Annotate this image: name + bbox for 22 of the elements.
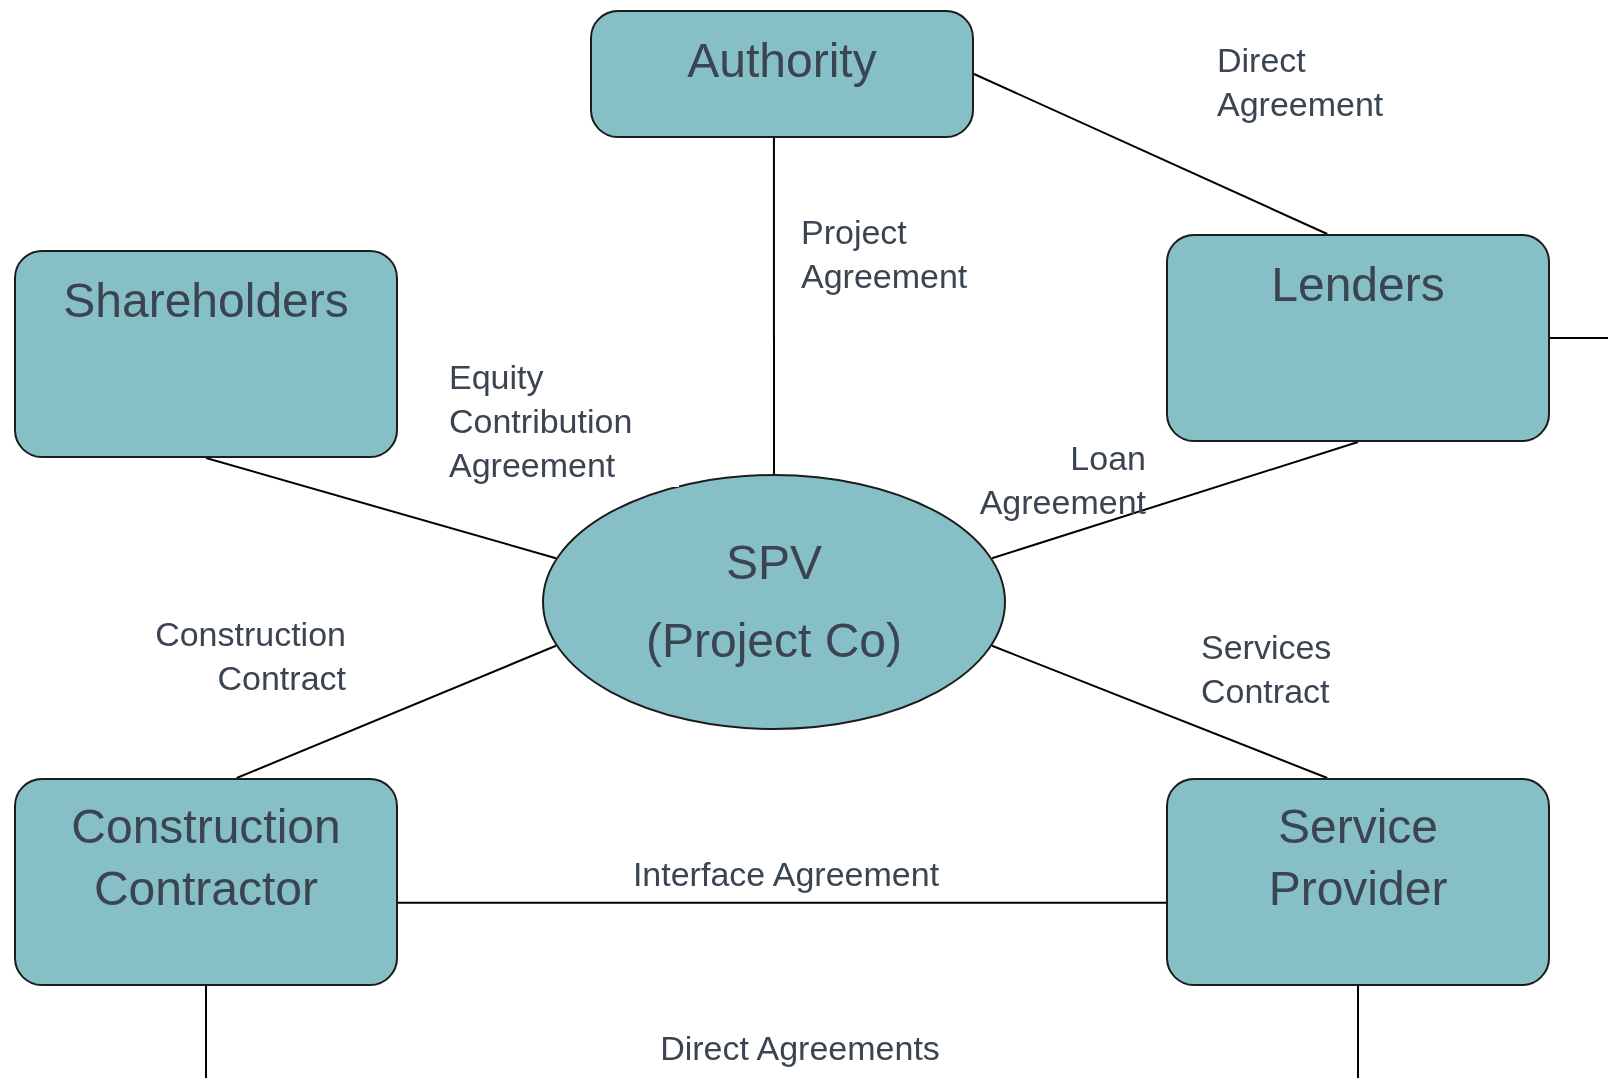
rounded-box xyxy=(1166,234,1550,442)
connector-line xyxy=(205,985,207,1078)
node-title: SPV (Project Co) xyxy=(644,535,904,669)
node-title: Lenders xyxy=(1270,257,1446,313)
connector-line xyxy=(235,644,557,779)
node-title: Authority xyxy=(686,33,878,89)
rounded-box xyxy=(590,10,974,138)
connector-line xyxy=(973,73,1329,235)
node-title: Shareholders xyxy=(62,273,350,329)
edge-label: Loan Agreement xyxy=(978,438,1146,523)
rounded-box xyxy=(1166,778,1550,986)
rounded-box xyxy=(14,778,398,986)
connector-line xyxy=(991,644,1329,779)
connector-line xyxy=(1357,985,1359,1078)
connector-line xyxy=(1549,337,1608,339)
connector-line xyxy=(991,441,1359,560)
connector-line xyxy=(397,901,1167,904)
connector-line xyxy=(205,457,557,560)
rounded-box xyxy=(14,250,398,458)
node-title: Construction Contractor xyxy=(70,799,342,917)
connector-line xyxy=(772,137,775,475)
node-title: Service Provider xyxy=(1267,799,1449,917)
